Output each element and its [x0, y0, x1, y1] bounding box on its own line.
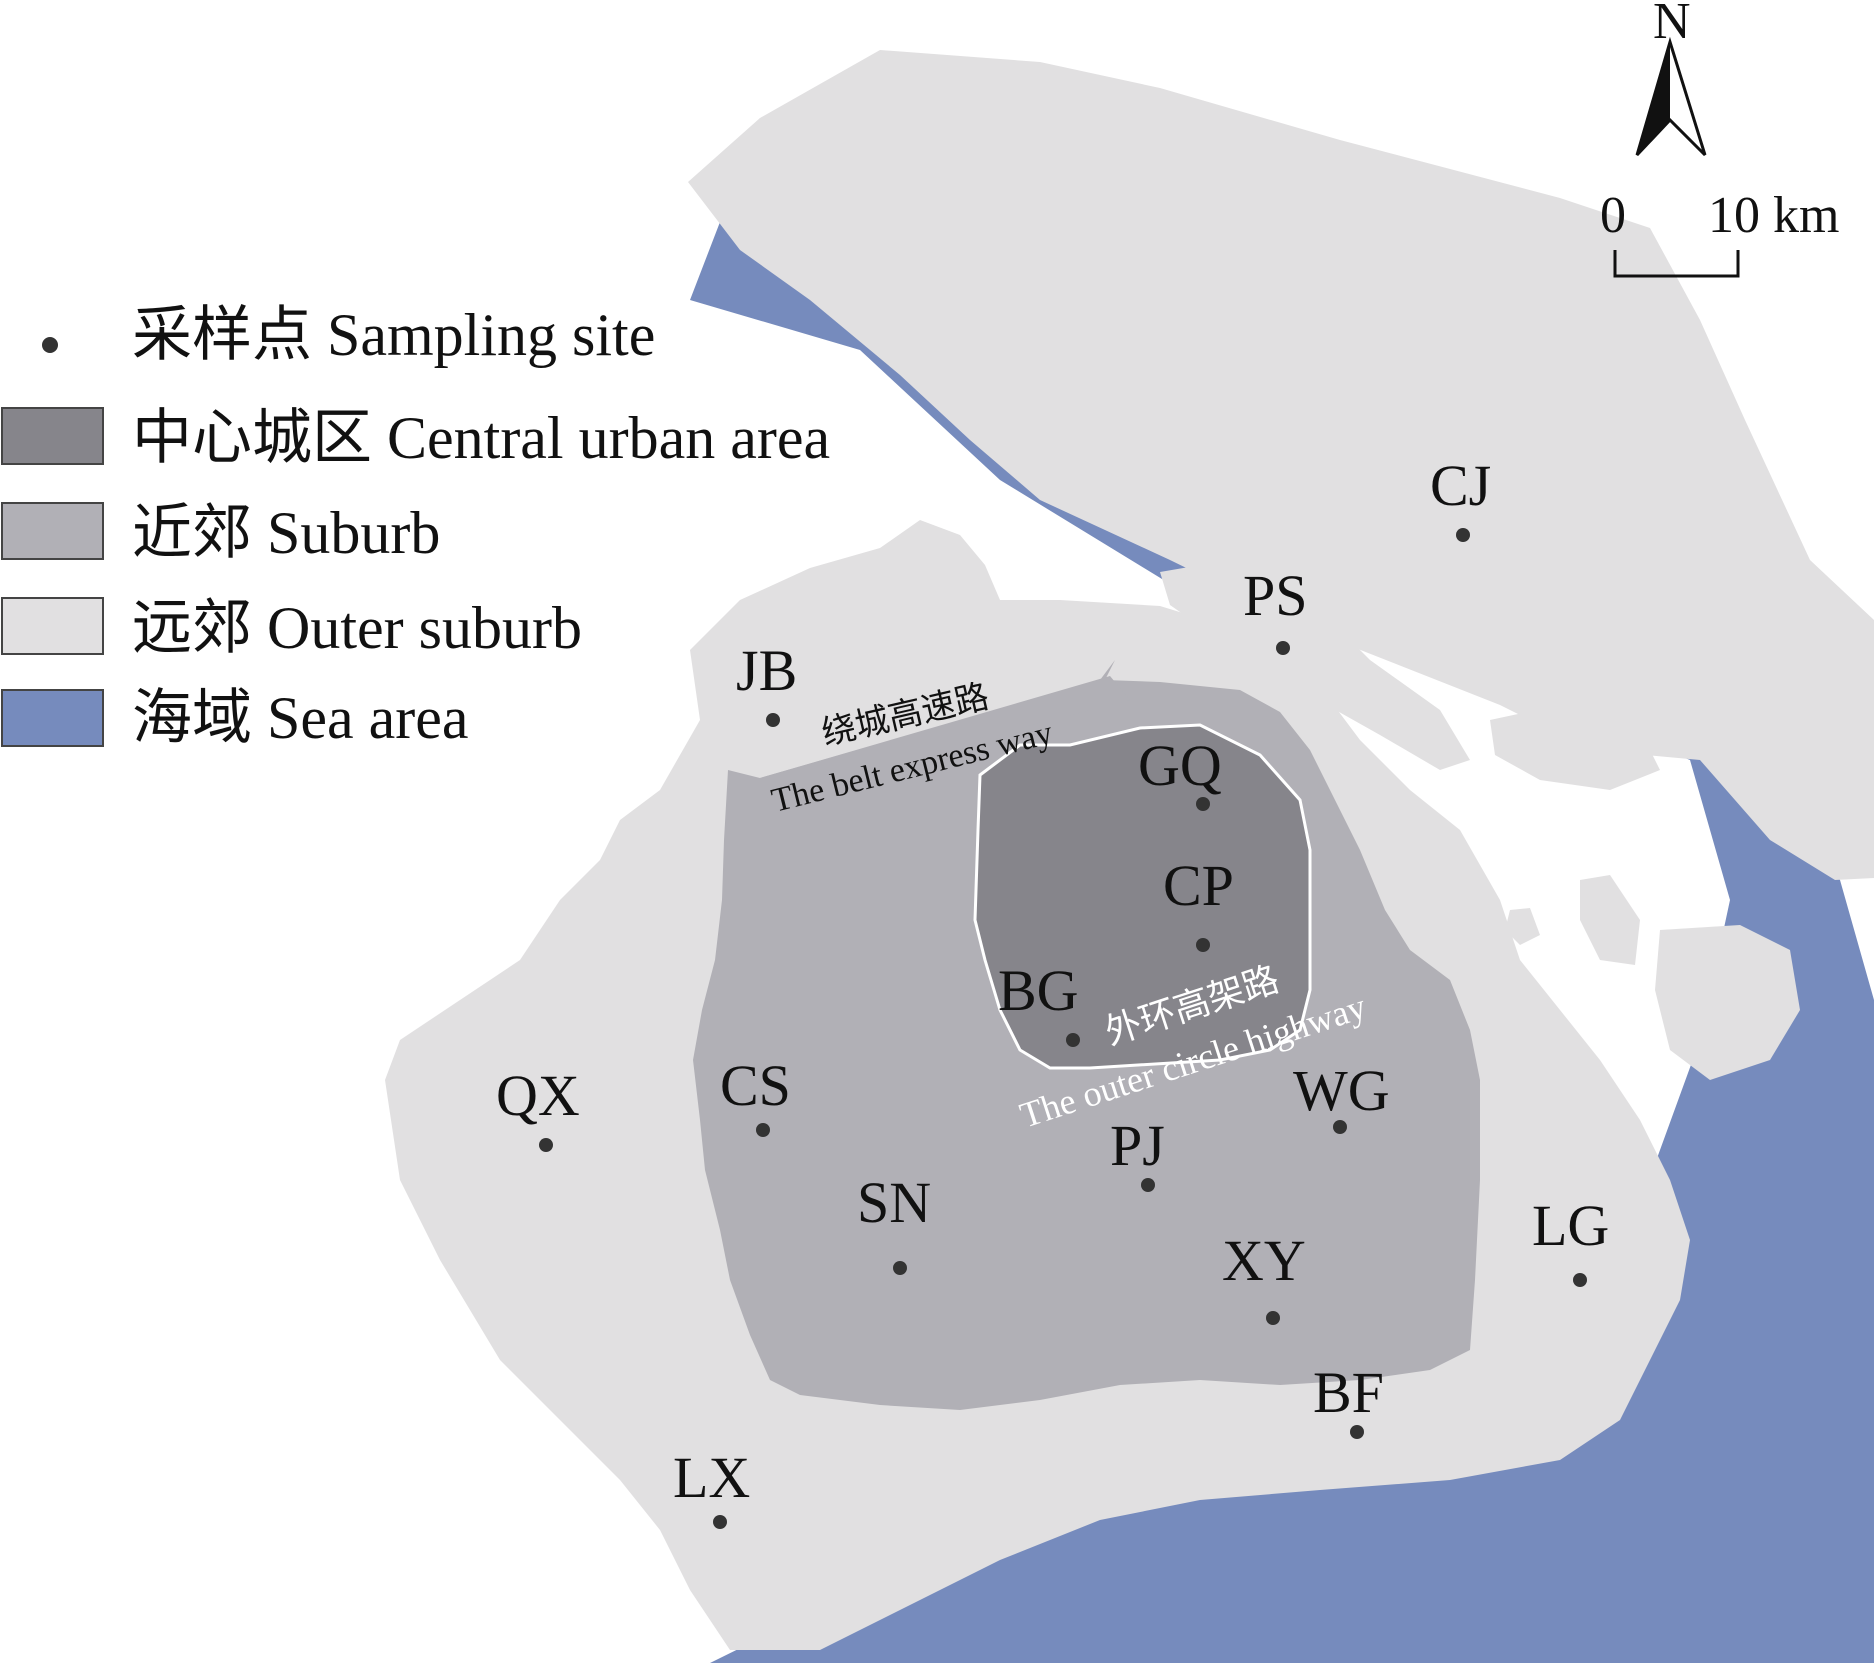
- legend-site-label: 采样点 Sampling site: [132, 302, 655, 368]
- site-dot: [1266, 1311, 1280, 1325]
- site-dot: [756, 1123, 770, 1137]
- islet-1: [1505, 908, 1540, 945]
- outer-circle-highway: [973, 723, 1312, 1070]
- legend-suburb-label: 近郊 Suburb: [132, 500, 440, 566]
- site-label: GQ: [1138, 733, 1222, 798]
- legend: 采样点 Sampling site 中心城区 Central urban are…: [1, 302, 830, 751]
- site-dot: [1573, 1273, 1587, 1287]
- island-hengsha: [1490, 705, 1660, 790]
- site-dot: [766, 713, 780, 727]
- site-dot: [893, 1261, 907, 1275]
- scale-start-label: 0: [1600, 187, 1626, 244]
- site-bg: BG: [998, 958, 1080, 1047]
- site-lx: LX: [673, 1445, 750, 1529]
- site-label: WG: [1293, 1058, 1390, 1123]
- site-label: CS: [720, 1053, 791, 1118]
- site-sn: SN: [857, 1170, 931, 1275]
- scale-end-label: 10 km: [1708, 187, 1839, 244]
- site-cj: CJ: [1430, 453, 1491, 542]
- site-wg: WG: [1293, 1058, 1390, 1134]
- site-dot: [1276, 641, 1290, 655]
- site-xy: XY: [1222, 1228, 1306, 1325]
- site-dot: [1141, 1178, 1155, 1192]
- site-lg: LG: [1532, 1193, 1609, 1287]
- site-cp: CP: [1163, 853, 1234, 952]
- site-gq: GQ: [1138, 733, 1222, 811]
- site-label: LX: [673, 1445, 750, 1510]
- site-label: JB: [736, 638, 797, 703]
- site-label: CJ: [1430, 453, 1491, 518]
- site-label: PJ: [1110, 1113, 1165, 1178]
- site-label: XY: [1222, 1228, 1306, 1293]
- site-label: SN: [857, 1170, 931, 1235]
- site-dot: [1333, 1120, 1347, 1134]
- legend-sea-swatch: [1, 689, 104, 747]
- site-dot: [1350, 1425, 1364, 1439]
- site-pj: PJ: [1110, 1113, 1165, 1192]
- north-arrow: N: [1635, 0, 1707, 157]
- island-chongming: [688, 50, 1874, 880]
- site-bf: BF: [1313, 1360, 1384, 1439]
- legend-central-swatch: [1, 407, 104, 465]
- site-label: BG: [998, 958, 1079, 1023]
- site-label: BF: [1313, 1360, 1384, 1425]
- legend-suburb-swatch: [1, 502, 104, 560]
- legend-sea-label: 海域 Sea area: [132, 685, 469, 751]
- scale-bar-line: [1613, 250, 1740, 278]
- site-dot: [539, 1138, 553, 1152]
- legend-central-label: 中心城区 Central urban area: [132, 405, 830, 471]
- site-label: CP: [1163, 853, 1234, 918]
- island-changxing: [1160, 560, 1470, 770]
- islet-3: [1655, 925, 1800, 1080]
- site-dot: [1066, 1033, 1080, 1047]
- legend-outer-swatch: [1, 597, 104, 655]
- legend-site-dot: [42, 337, 58, 353]
- central-urban-area: [975, 725, 1310, 1068]
- belt-expressway-strip: [728, 676, 1130, 800]
- site-label: LG: [1532, 1193, 1609, 1258]
- site-dot: [1196, 797, 1210, 811]
- site-label: QX: [496, 1063, 580, 1128]
- site-dot: [1456, 528, 1470, 542]
- site-dot: [1196, 938, 1210, 952]
- site-jb: JB: [736, 638, 797, 727]
- north-label: N: [1653, 0, 1691, 50]
- site-ps: PS: [1243, 563, 1308, 655]
- legend-outer-label: 远郊 Outer suburb: [132, 595, 582, 661]
- site-cs: CS: [720, 1053, 791, 1137]
- islet-2: [1580, 875, 1640, 965]
- scale-bar: 0 10 km: [1600, 187, 1839, 278]
- site-dot: [713, 1515, 727, 1529]
- site-qx: QX: [496, 1063, 580, 1152]
- site-label: PS: [1243, 563, 1308, 628]
- north-arrow-dark-half: [1637, 42, 1670, 155]
